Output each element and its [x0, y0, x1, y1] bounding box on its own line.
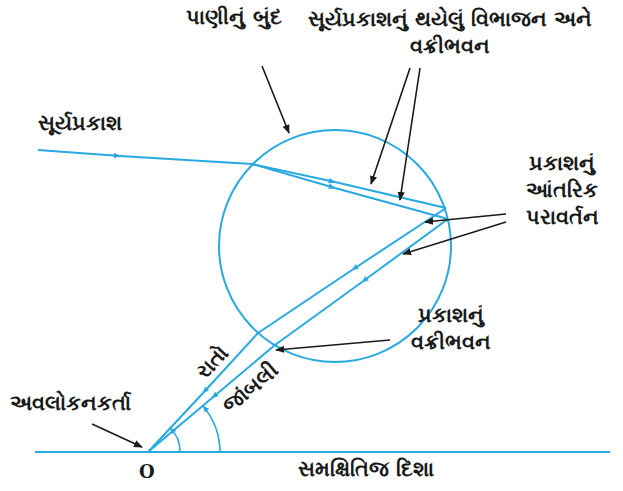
- color-label: રાતો: [190, 340, 234, 384]
- horizon-line: [35, 451, 610, 453]
- callout-label: પ્રકાશનું આંતરિક પરાવર્તન: [508, 150, 616, 231]
- callout-label: પાણીનું બુંદ: [182, 4, 286, 31]
- ray-label: સૂર્યપ્રકાશ: [38, 110, 178, 137]
- direction-label: સમક્ષિતિજ દિશા: [298, 456, 538, 483]
- observer-label: અવલોકનકર્તા: [10, 390, 180, 417]
- point-label: O: [139, 458, 169, 485]
- callout-label: પ્રકાશનું વક્રીભવન: [392, 302, 510, 356]
- callout-label: સૂર્યપ્રકાશનું થયેલું વિભાજન અને વક્રીભવ…: [300, 6, 600, 60]
- angle-arc: [203, 406, 220, 452]
- leader-arrows: [92, 66, 506, 447]
- angle-arc: [170, 428, 180, 452]
- water-drop: [219, 130, 451, 362]
